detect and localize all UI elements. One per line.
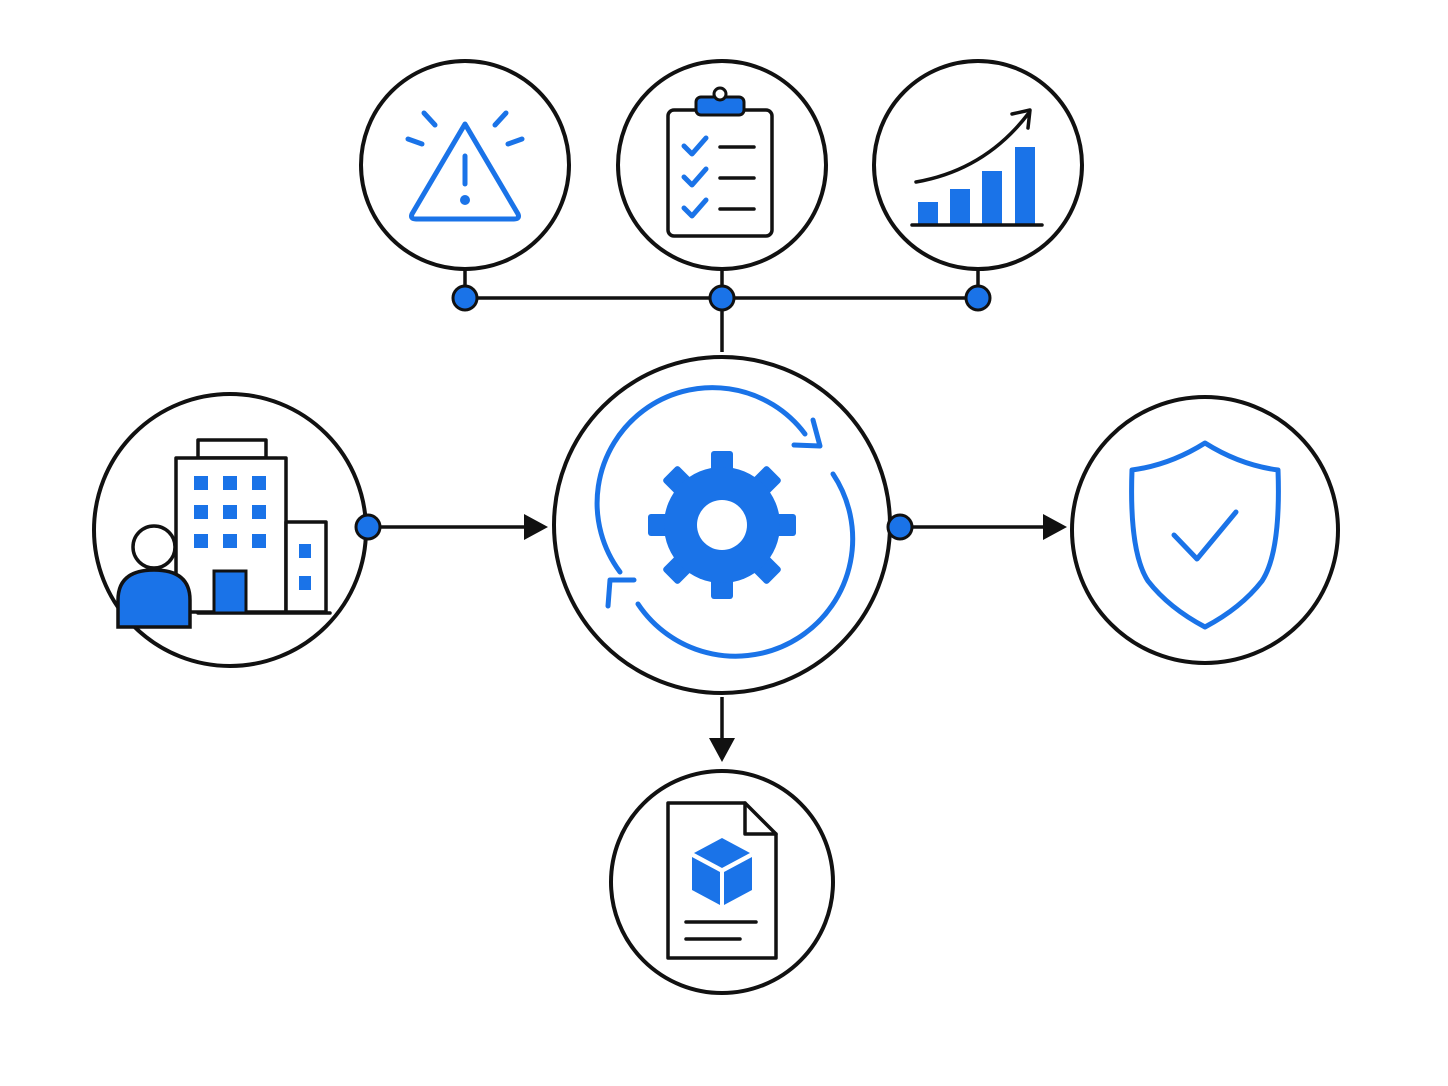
- building-windows: [194, 476, 311, 590]
- arrowhead-to-security: [1043, 514, 1067, 540]
- growth-bar-chart-icon: [910, 108, 1044, 227]
- junction-dot-risk: [451, 284, 479, 312]
- node-risk: [359, 59, 571, 271]
- cycle-arrows: [594, 385, 856, 659]
- junction-dot-organization: [354, 513, 382, 541]
- junction-dots: [354, 284, 992, 541]
- node-organization: [92, 392, 368, 668]
- shield-check-icon: [1129, 440, 1281, 630]
- document-cube-icon: [666, 801, 778, 960]
- clipboard-checklist-icon: [666, 86, 774, 238]
- junction-dot-process-out: [886, 513, 914, 541]
- node-security: [1070, 395, 1340, 665]
- person-building-icon: [116, 438, 332, 629]
- node-growth-ring: [872, 59, 1084, 271]
- gear-cycle-icon: [594, 385, 856, 659]
- warning-triangle-icon: [405, 110, 525, 222]
- node-product: [609, 769, 835, 995]
- node-security-ring: [1070, 395, 1340, 665]
- junction-dot-growth: [964, 284, 992, 312]
- arrowhead-to-product: [709, 738, 735, 762]
- node-checklist: [616, 59, 828, 271]
- junction-dot-checklist: [708, 284, 736, 312]
- node-process: [552, 355, 892, 695]
- cube-icon: [692, 838, 752, 905]
- node-growth: [872, 59, 1084, 271]
- gear-icon: [648, 451, 796, 599]
- arrowhead-to-process: [524, 514, 548, 540]
